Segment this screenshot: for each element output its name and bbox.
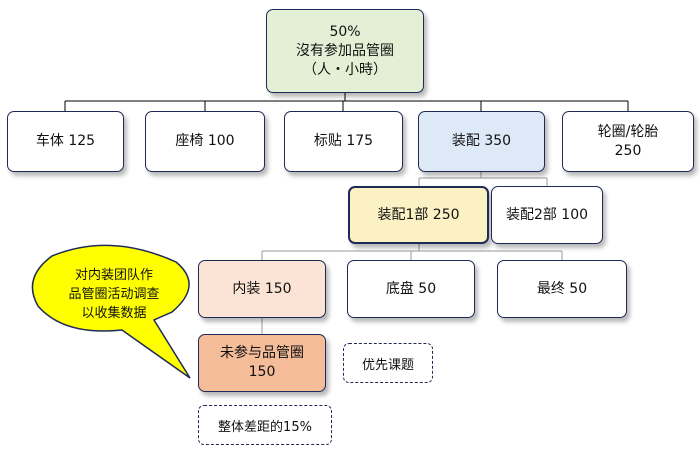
- seat-label: 座椅 100: [175, 133, 235, 149]
- priority-note-text: 优先课题: [361, 357, 414, 373]
- assembly-box: 装配 350: [418, 111, 545, 172]
- root-line-2: 沒有参加品管圈: [296, 42, 394, 59]
- label-label: 标贴 175: [313, 133, 374, 149]
- rim-tire-box: 轮圈/轮胎 250: [562, 111, 694, 172]
- label-box: 标贴 175: [284, 111, 403, 172]
- chassis-label: 底盘 50: [385, 280, 437, 297]
- body-box: 车体 125: [7, 111, 124, 172]
- interior-box: 内装 150: [198, 260, 326, 318]
- non-participants-label: 未参与品管圈 150: [220, 345, 304, 380]
- body-label: 车体 125: [35, 133, 96, 149]
- final-label: 最终 50: [536, 280, 588, 297]
- chassis-box: 底盘 50: [347, 260, 475, 318]
- seat-box: 座椅 100: [145, 111, 265, 172]
- non-participants-box: 未参与品管圈 150: [198, 334, 326, 392]
- gap-note-text: 整体差距的15%: [218, 419, 312, 435]
- root-line-1: 50%: [329, 23, 361, 40]
- callout-bubble: [31, 244, 191, 379]
- assembly-label: 装配 350: [451, 133, 512, 149]
- interior-label: 内装 150: [232, 280, 292, 297]
- assembly1-label: 装配1部 250: [377, 206, 460, 223]
- gap-note: 整体差距的15%: [198, 405, 332, 445]
- final-box: 最终 50: [497, 260, 627, 318]
- assembly2-label: 装配2部 100: [505, 206, 589, 223]
- rim-tire-label: 轮圈/轮胎 250: [597, 123, 659, 159]
- callout-text: 对内装团队作 品管圈活动调查 以收集数据: [68, 268, 160, 321]
- root-box: 50% 沒有参加品管圈 （人・小時）: [266, 9, 424, 93]
- assembly1-box: 装配1部 250: [348, 186, 489, 244]
- priority-note: 优先课题: [343, 343, 433, 383]
- root-line-3: （人・小時）: [303, 61, 387, 78]
- assembly2-box: 装配2部 100: [491, 186, 603, 244]
